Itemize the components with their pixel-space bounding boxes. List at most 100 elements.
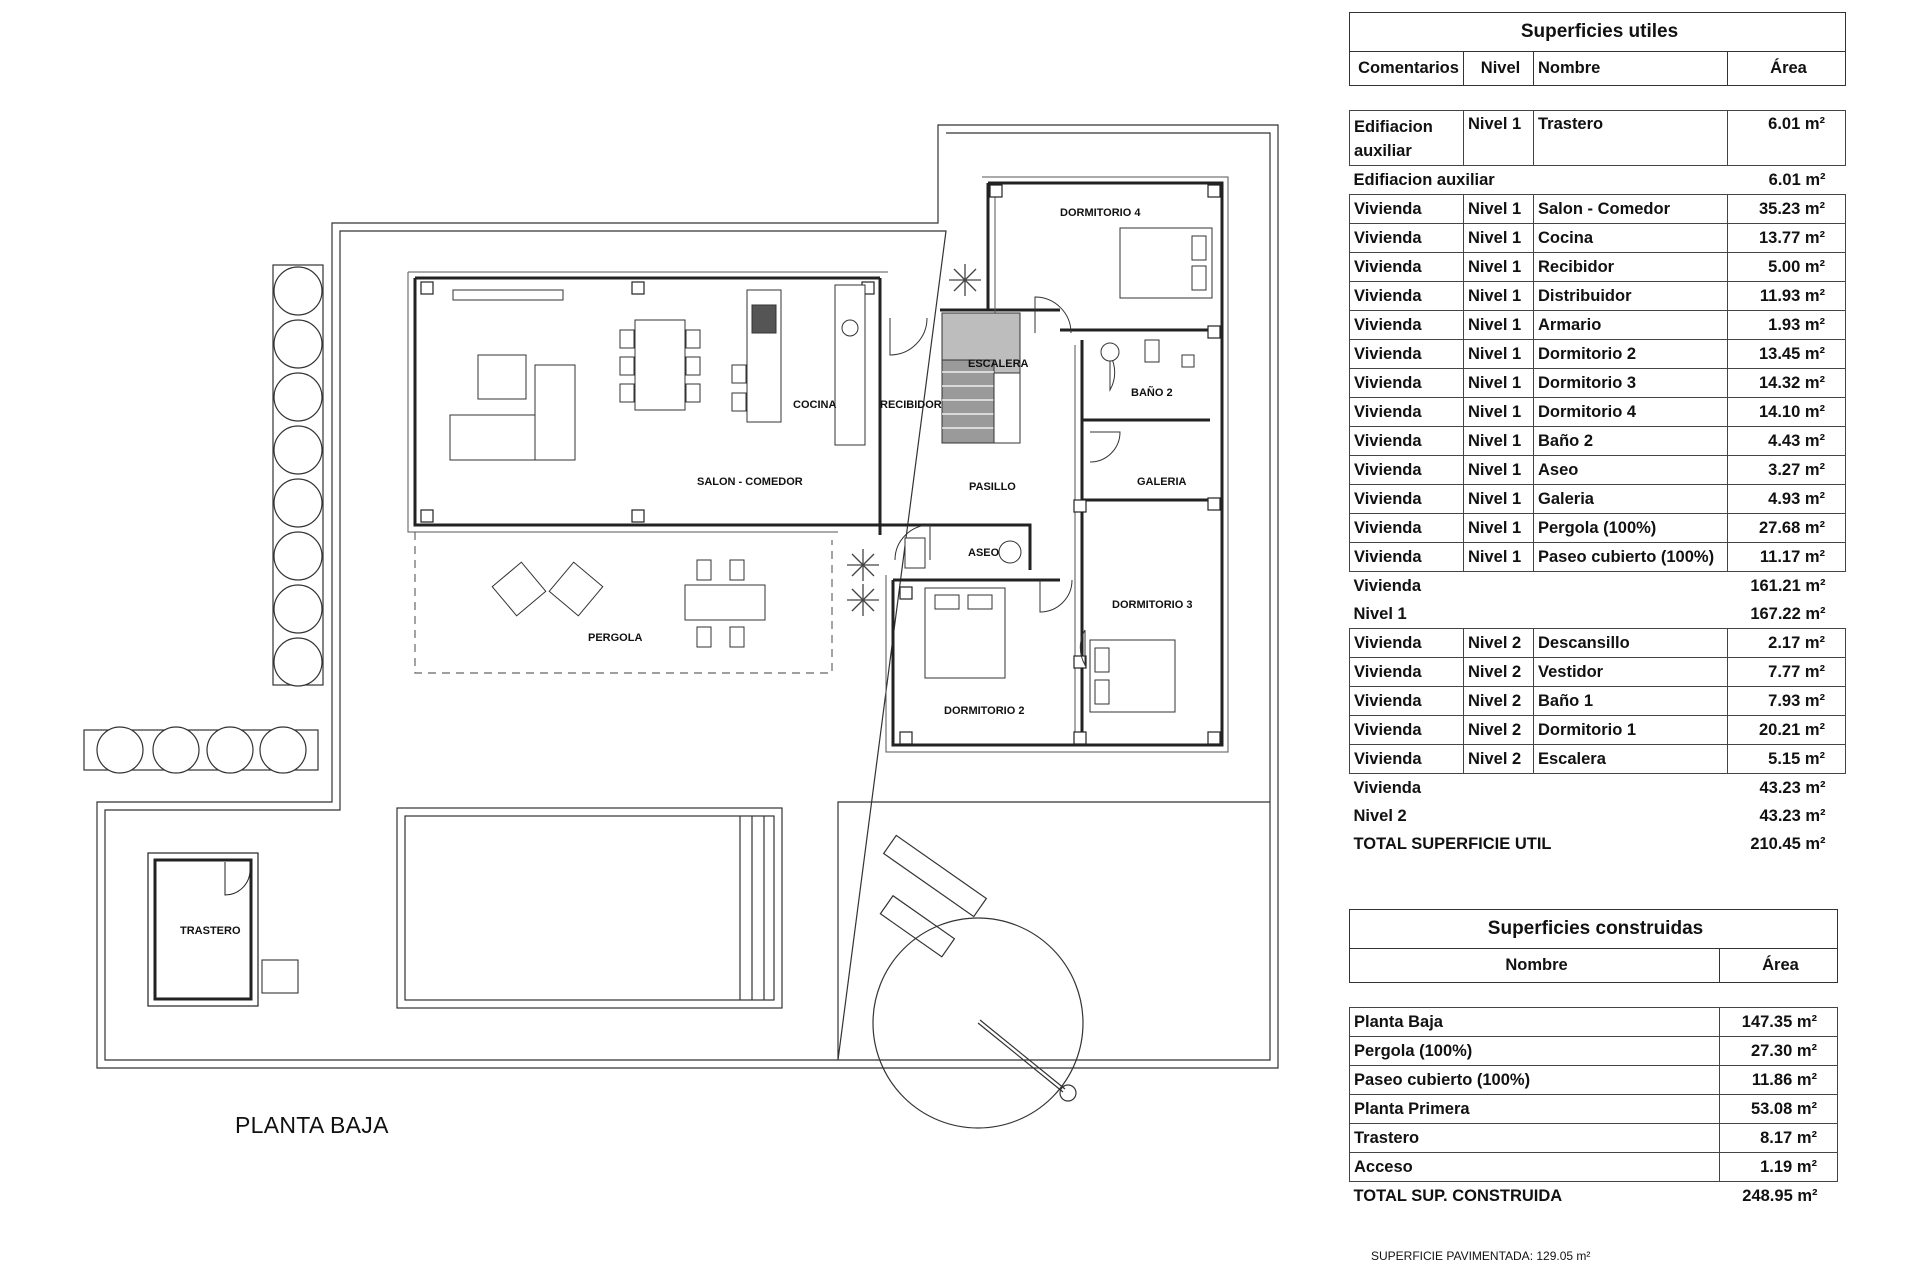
summary-area: 210.45 m²	[1750, 834, 1826, 853]
cell-area: 1.93 m²	[1726, 310, 1847, 340]
cell-area: 35.23 m²	[1726, 194, 1847, 224]
cell-area: 11.93 m²	[1726, 281, 1847, 311]
cell-comentarios: Edifiacion auxiliar	[1349, 110, 1464, 166]
wall-dorm4	[988, 181, 1224, 747]
summary-area: 43.23 m²	[1759, 778, 1826, 797]
cell-nombre: Baño 2	[1533, 426, 1728, 456]
tree	[259, 726, 307, 774]
cell-nivel: Nivel 1	[1463, 368, 1534, 398]
cell-nombre: Dormitorio 3	[1533, 368, 1728, 398]
tree	[273, 584, 323, 634]
cell-area: 1.19 m²	[1719, 1152, 1838, 1182]
col-header-nombre: Nombre	[1349, 948, 1720, 983]
pool	[396, 807, 783, 1009]
cell-nombre: Pergola (100%)	[1533, 513, 1728, 543]
cell-nivel: Nivel 2	[1463, 744, 1534, 774]
kitchen-counter	[834, 284, 866, 446]
cell-nombre: Planta Primera	[1349, 1094, 1720, 1124]
room-label-trastero: TRASTERO	[180, 925, 241, 937]
cell-nombre: Paseo cubierto (100%)	[1533, 542, 1728, 572]
cell-nombre: Escalera	[1533, 744, 1728, 774]
cell-comentarios: Vivienda	[1349, 686, 1464, 716]
armchair	[491, 561, 547, 617]
cell-area: 3.27 m²	[1726, 455, 1847, 485]
cell-area: 53.08 m²	[1719, 1094, 1838, 1124]
tree	[273, 319, 323, 369]
summary-label: Nivel 1	[1353, 604, 1407, 623]
cell-nombre: Salon - Comedor	[1533, 194, 1728, 224]
cell-nivel: Nivel 1	[1463, 397, 1534, 427]
outdoor-table	[684, 584, 766, 621]
room-label-recibidor: RECIBIDOR	[880, 399, 942, 411]
cell-nombre: Galeria	[1533, 484, 1728, 514]
cell-comentarios: Vivienda	[1349, 368, 1464, 398]
tree	[206, 726, 254, 774]
room-label-bano2: BAÑO 2	[1131, 386, 1173, 399]
cell-comentarios: Vivienda	[1349, 252, 1464, 282]
cell-nombre: Dormitorio 2	[1533, 339, 1728, 369]
col-header-nombre: Nombre	[1533, 51, 1728, 86]
cell-nivel: Nivel 1	[1463, 281, 1534, 311]
cell-comentarios: Vivienda	[1349, 223, 1464, 253]
col-header-area: Área	[1719, 948, 1838, 983]
cell-nombre: TOTAL SUP. CONSTRUIDA	[1353, 1186, 1563, 1205]
room-label-pergola: PERGOLA	[588, 632, 642, 644]
cell-nivel: Nivel 1	[1463, 542, 1534, 572]
trastero-building	[147, 852, 299, 1007]
cell-area: 14.32 m²	[1726, 368, 1847, 398]
cell-area: 14.10 m²	[1726, 397, 1847, 427]
cell-area: 5.00 m²	[1726, 252, 1847, 282]
tree	[273, 266, 323, 316]
cell-nivel: Nivel 2	[1463, 657, 1534, 687]
cell-area: 27.30 m²	[1719, 1036, 1838, 1066]
round-deck	[872, 834, 1084, 1129]
cell-area: 7.93 m²	[1726, 686, 1847, 716]
staircase	[941, 312, 1021, 444]
cell-nombre: Aseo	[1533, 455, 1728, 485]
cell-area: 7.77 m²	[1726, 657, 1847, 687]
col-header-nivel: Nivel	[1463, 51, 1534, 86]
cell-nivel: Nivel 1	[1463, 484, 1534, 514]
room-label-aseo: ASEO	[968, 547, 1000, 559]
cell-area: 20.21 m²	[1726, 715, 1847, 745]
tree	[273, 531, 323, 581]
table-title: Superficies construidas	[1349, 909, 1838, 949]
cell-comentarios: Vivienda	[1349, 542, 1464, 572]
room-label-cocina: COCINA	[793, 399, 836, 411]
cell-nombre: Planta Baja	[1349, 1007, 1720, 1037]
room-label-dormitorio4: DORMITORIO 4	[1060, 207, 1141, 219]
cell-area: 8.17 m²	[1719, 1123, 1838, 1153]
cell-nombre: Vestidor	[1533, 657, 1728, 687]
table-row: Paseo cubierto (100%)11.86 m²	[1349, 1065, 1838, 1095]
plot-outline-outer	[96, 124, 1279, 1069]
room-label-dormitorio3: DORMITORIO 3	[1112, 599, 1192, 611]
cell-nombre: Baño 1	[1533, 686, 1728, 716]
footnote: SUPERFICIE PAVIMENTADA: 129.05 m²	[1371, 1249, 1591, 1263]
cell-nombre: Dormitorio 1	[1533, 715, 1728, 745]
wall-dorm2	[891, 578, 1080, 747]
tree	[152, 726, 200, 774]
tree	[273, 637, 323, 687]
cell-nivel: Nivel 1	[1463, 339, 1534, 369]
cell-area: 147.35 m²	[1719, 1007, 1838, 1037]
table-row: Pergola (100%)27.30 m²	[1349, 1036, 1838, 1066]
cell-nivel: Nivel 1	[1463, 194, 1534, 224]
tree	[273, 425, 323, 475]
wall-salon	[413, 276, 880, 527]
